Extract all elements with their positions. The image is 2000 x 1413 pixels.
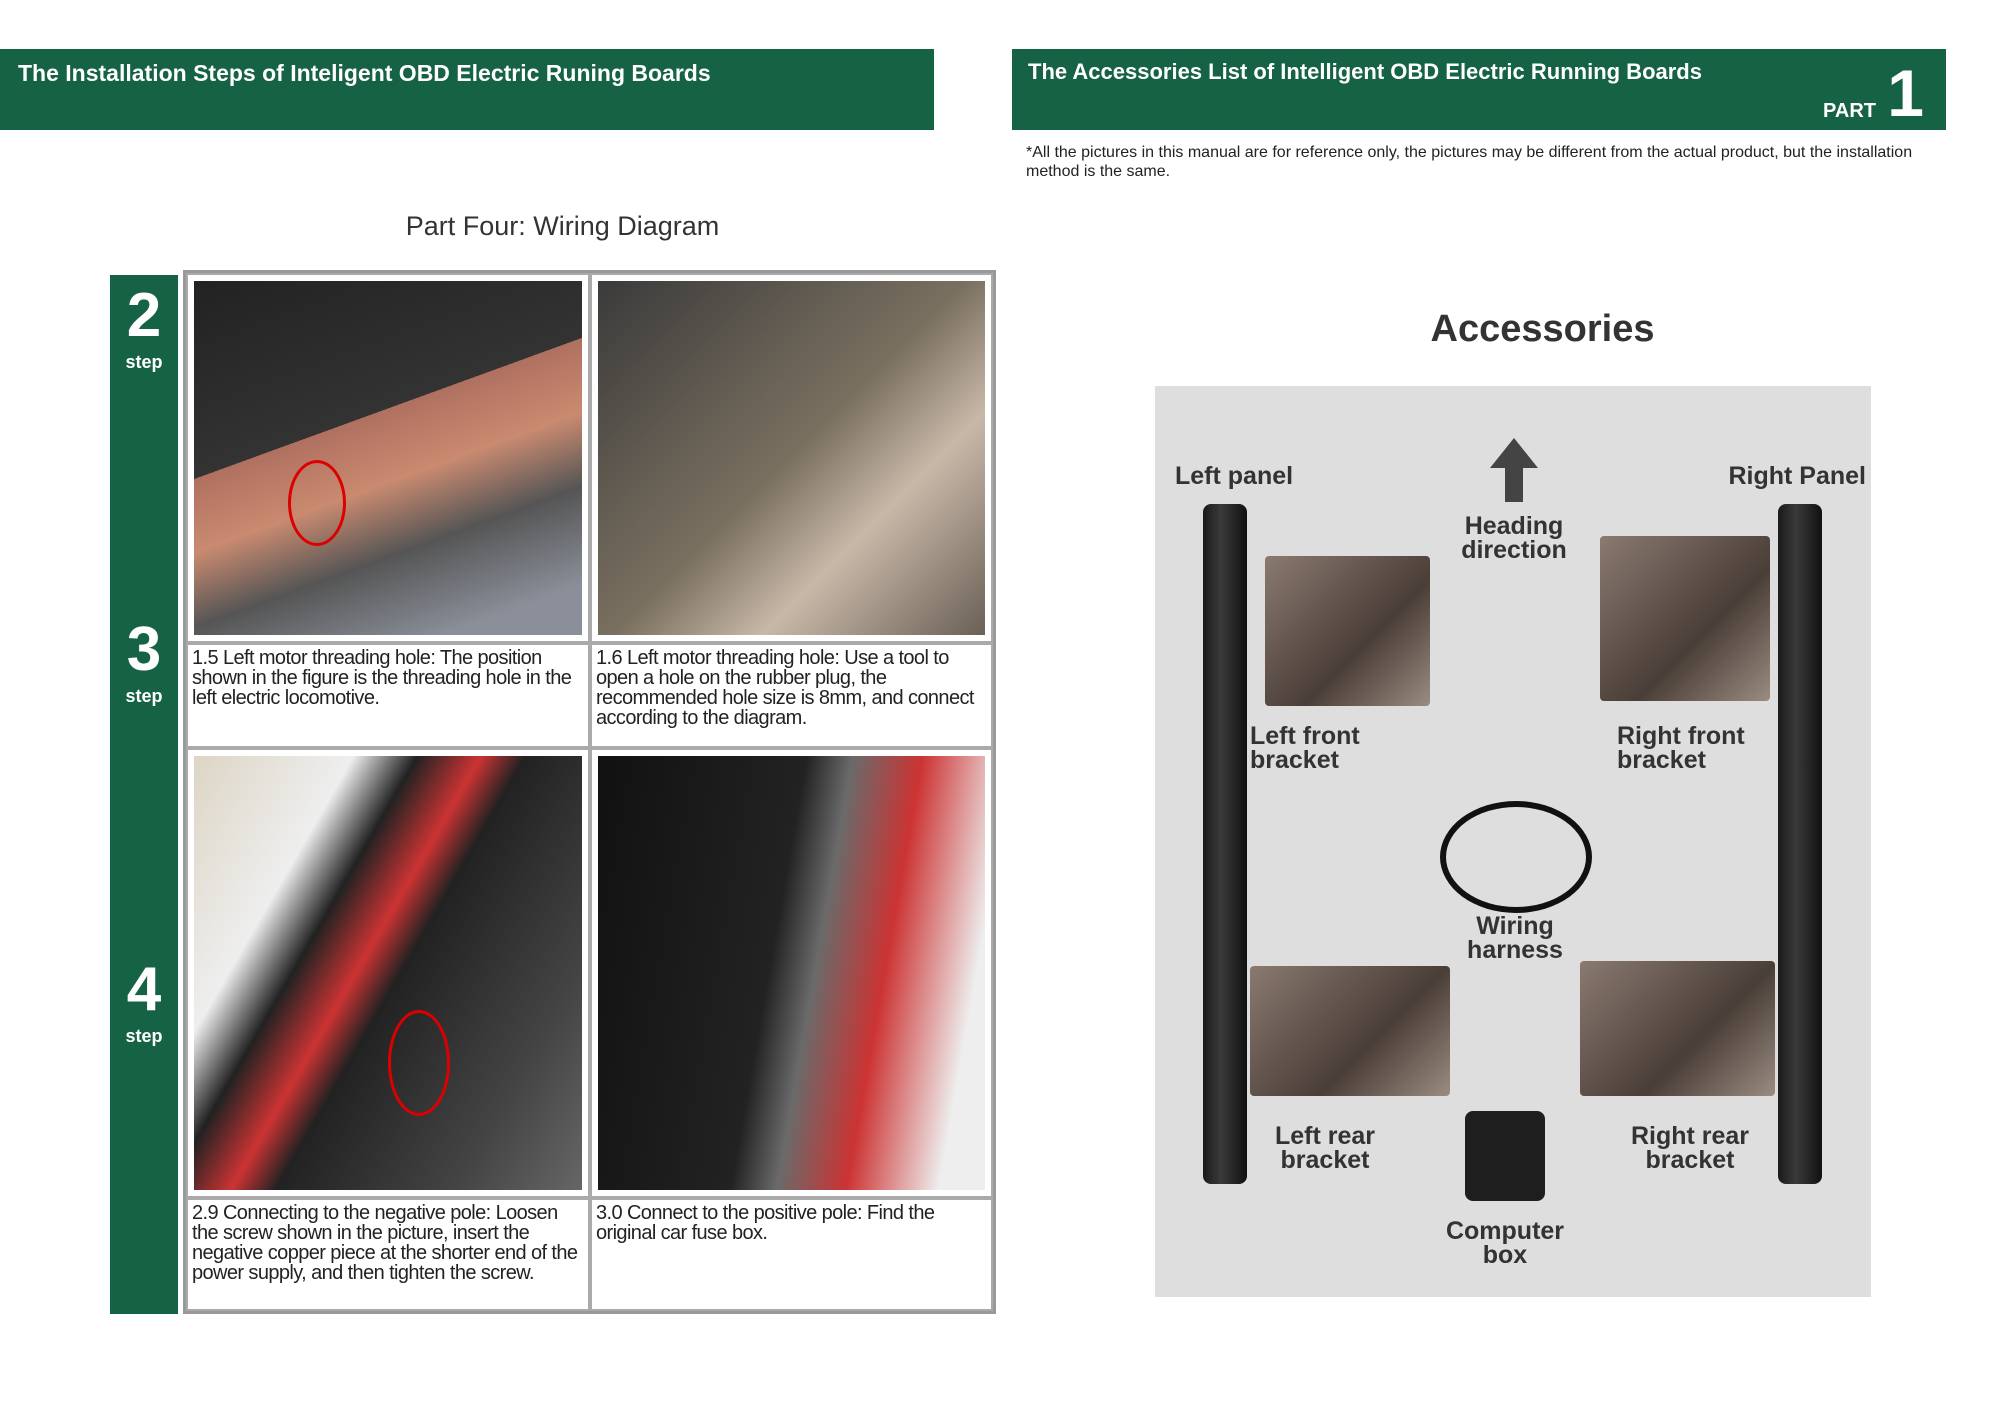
left-header-banner: The Installation Steps of Inteligent OBD… <box>0 49 934 130</box>
wiring-harness-image <box>1440 801 1592 913</box>
right-panel-board <box>1778 504 1822 1184</box>
caption-3-0: 3.0 Connect to the positive pole: Find t… <box>590 1198 993 1311</box>
accessories-panel: Left panel Right Panel Heading direction… <box>1155 386 1871 1297</box>
heading-arrow-shaft <box>1505 466 1523 502</box>
left-front-bracket-image <box>1265 556 1430 706</box>
label-right-panel: Right Panel <box>1728 462 1866 490</box>
label-left-rear-bracket: Left rear bracket <box>1274 1122 1376 1174</box>
right-front-bracket-image <box>1600 536 1770 701</box>
right-rear-bracket-image <box>1580 961 1775 1096</box>
photo-seat-threading-hole <box>186 273 590 643</box>
label-right-rear-bracket: Right rear bracket <box>1630 1122 1750 1174</box>
caption-2-9: 2.9 Connecting to the negative pole: Loo… <box>186 1198 590 1311</box>
disclaimer: *All the pictures in this manual are for… <box>1026 144 1913 180</box>
accessories-title: Accessories <box>1430 308 1655 350</box>
right-header-title: The Accessories List of Intelligent OBD … <box>1028 59 1702 84</box>
label-wiring-harness: Wiring harness <box>1467 912 1563 964</box>
heading-arrow-icon <box>1490 438 1538 468</box>
wiring-steps-table: 1.5 Left motor threading hole: The posit… <box>183 270 996 1314</box>
label-left-front-bracket: Left front bracket <box>1250 722 1360 774</box>
part-label: PART <box>1823 100 1876 122</box>
caption-1-5: 1.5 Left motor threading hole: The posit… <box>186 643 590 748</box>
photo-rubber-plug <box>590 273 993 643</box>
left-panel-board <box>1203 504 1247 1184</box>
part-number: 1 <box>1887 56 1924 130</box>
photo-negative-pole <box>186 748 590 1198</box>
label-left-panel: Left panel <box>1175 462 1294 490</box>
label-right-front-bracket: Right front bracket <box>1617 722 1745 774</box>
caption-1-6: 1.6 Left motor threading hole: Use a too… <box>590 643 993 748</box>
section-title: Part Four: Wiring Diagram <box>405 211 720 241</box>
label-heading-direction: Heading direction <box>1461 512 1567 564</box>
label-computer-box: Computer box <box>1445 1217 1565 1269</box>
left-header-title: The Installation Steps of Inteligent OBD… <box>18 60 711 86</box>
photo-fuse-box <box>590 748 993 1198</box>
right-header-banner: The Accessories List of Intelligent OBD … <box>1012 49 1946 130</box>
computer-box-image <box>1465 1111 1545 1201</box>
left-rear-bracket-image <box>1250 966 1450 1096</box>
